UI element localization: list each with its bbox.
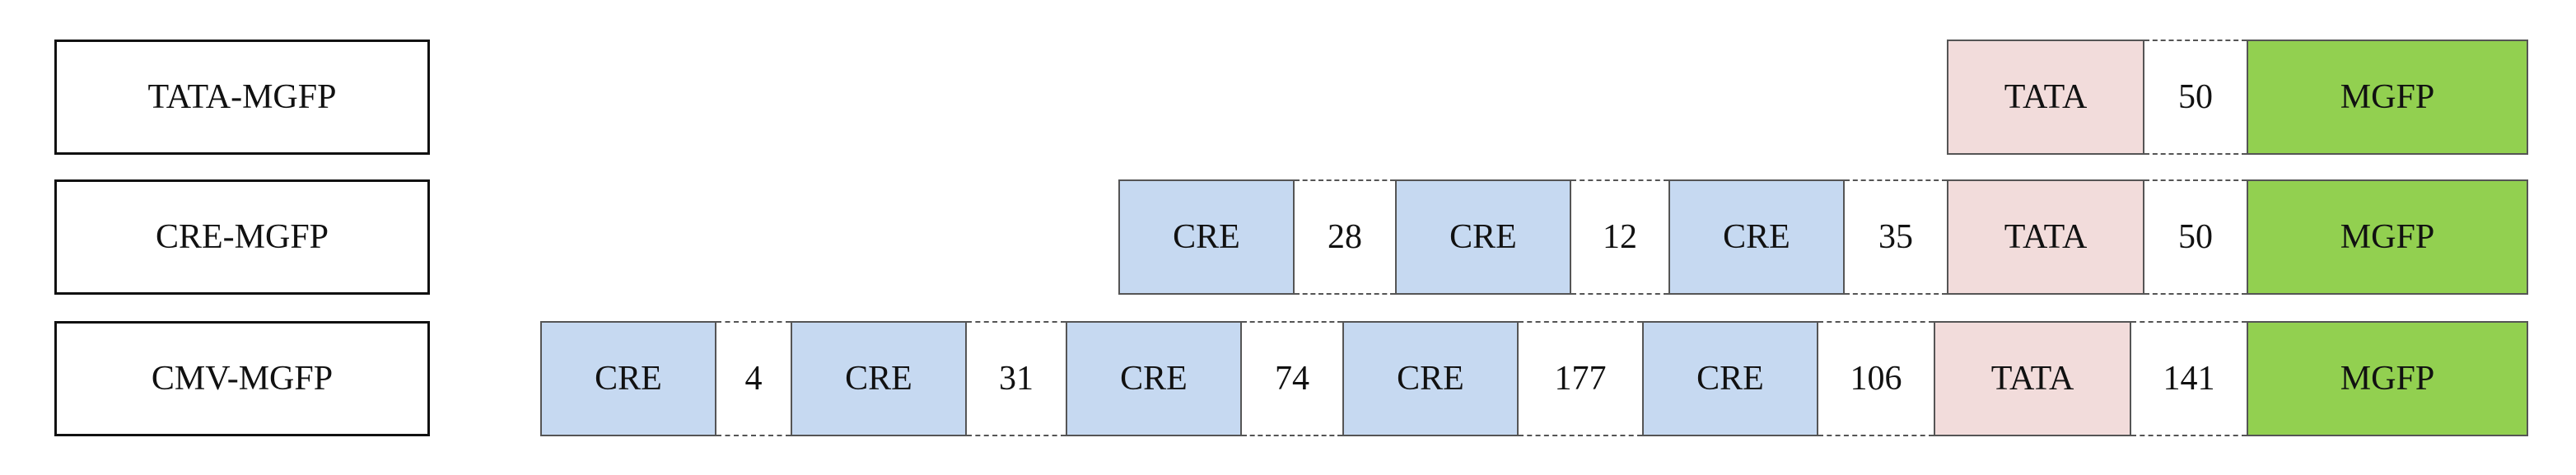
element-label: MGFP	[2340, 218, 2435, 256]
spacer-length-label: 35	[1878, 218, 1913, 256]
element-label: CRE	[1723, 218, 1790, 256]
spacer-length-label: 106	[1850, 360, 1902, 398]
spacer-length-label: 50	[2178, 218, 2213, 256]
spacer-length: 12	[1571, 179, 1668, 295]
construct-label-cre-mgfp: CRE-MGFP	[54, 179, 430, 295]
spacer-length-label: 74	[1275, 360, 1309, 398]
tata-element: TATA	[1947, 179, 2144, 295]
element-label: CRE	[595, 360, 662, 398]
spacer-length-label: 28	[1328, 218, 1362, 256]
cre-element: CRE	[1066, 321, 1242, 436]
mgfp-element: MGFP	[2247, 321, 2528, 436]
cre-element: CRE	[791, 321, 967, 436]
element-label: CRE	[1173, 218, 1240, 256]
tata-element: TATA	[1934, 321, 2131, 436]
element-label: CRE	[1120, 360, 1188, 398]
element-label: TATA	[1990, 360, 2074, 398]
cre-element: CRE	[1668, 179, 1845, 295]
spacer-length: 4	[716, 321, 791, 436]
spacer-length: 74	[1242, 321, 1342, 436]
construct-label-cmv-mgfp: CMV-MGFP	[54, 321, 430, 436]
spacer-length: 141	[2131, 321, 2247, 436]
spacer-length: 35	[1845, 179, 1947, 295]
cre-element: CRE	[1118, 179, 1295, 295]
construct-label-text: CRE-MGFP	[155, 218, 329, 256]
cre-element: CRE	[1642, 321, 1818, 436]
construct-label-text: TATA-MGFP	[147, 78, 337, 116]
construct-label-tata-mgfp: TATA-MGFP	[54, 40, 430, 155]
element-label: CRE	[1449, 218, 1517, 256]
cre-element: CRE	[540, 321, 716, 436]
spacer-length: 50	[2144, 40, 2247, 155]
spacer-length-label: 4	[744, 360, 763, 398]
spacer-length: 28	[1295, 179, 1395, 295]
spacer-length-label: 141	[2163, 360, 2215, 398]
spacer-length: 31	[967, 321, 1066, 436]
element-label: CRE	[845, 360, 912, 398]
element-label: CRE	[1397, 360, 1464, 398]
element-label: MGFP	[2340, 360, 2435, 398]
spacer-length-label: 12	[1603, 218, 1637, 256]
construct-label-text: CMV-MGFP	[151, 360, 334, 398]
mgfp-element: MGFP	[2247, 40, 2528, 155]
spacer-length: 50	[2144, 179, 2247, 295]
element-label: CRE	[1696, 360, 1764, 398]
spacer-length-label: 31	[999, 360, 1034, 398]
element-label: MGFP	[2340, 78, 2435, 116]
tata-element: TATA	[1947, 40, 2144, 155]
cre-element: CRE	[1342, 321, 1519, 436]
mgfp-element: MGFP	[2247, 179, 2528, 295]
spacer-length-label: 50	[2178, 78, 2213, 116]
cre-element: CRE	[1395, 179, 1571, 295]
element-label: TATA	[2004, 218, 2088, 256]
element-label: TATA	[2004, 78, 2088, 116]
spacer-length-label: 177	[1554, 360, 1607, 398]
spacer-length: 177	[1519, 321, 1642, 436]
spacer-length: 106	[1818, 321, 1934, 436]
